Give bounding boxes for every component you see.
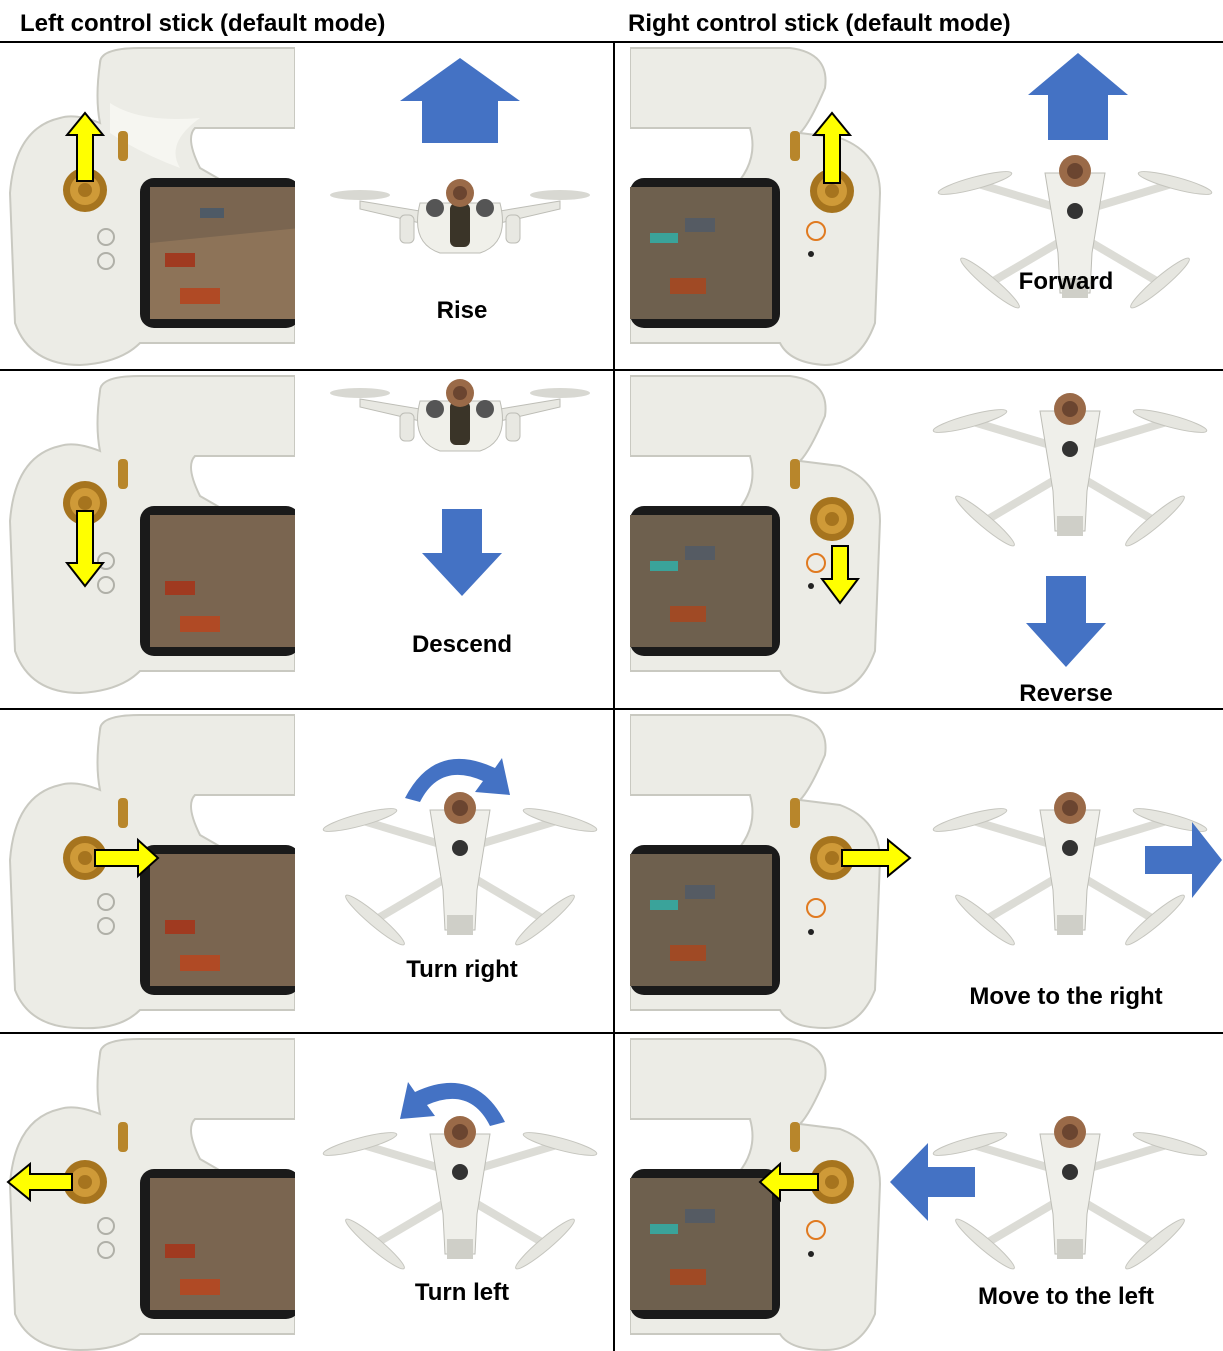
row-divider [0, 708, 1223, 710]
left-controller-image [0, 1034, 295, 1351]
arrow-right-icon [94, 837, 160, 879]
row-divider [0, 369, 1223, 371]
left-controller-image [0, 43, 295, 367]
left-stick-header: Left control stick (default mode) [20, 10, 386, 37]
arrow-up-icon [811, 111, 853, 184]
row-divider [0, 1032, 1223, 1034]
drone-illustration [300, 1034, 610, 1351]
drone-illustration [920, 43, 1220, 367]
arrow-left-icon [6, 1161, 73, 1203]
arrow-down-icon [820, 545, 860, 605]
right-controller-image [630, 1034, 890, 1351]
caption-move-right: Move to the right [969, 983, 1163, 1010]
rotate-counterclockwise-icon [400, 1082, 505, 1126]
left-controller-image [0, 371, 295, 706]
caption-move-left: Move to the left [977, 1283, 1155, 1310]
right-controller-image [630, 710, 920, 1030]
drone-illustration [300, 371, 610, 706]
caption-turn-right: Turn right [406, 956, 518, 983]
right-controller-image [630, 43, 890, 367]
right-stick-header: Right control stick (default mode) [628, 10, 1011, 37]
caption-rise: Rise [436, 297, 488, 324]
drone-top-view [932, 1116, 1208, 1270]
drone-front-view [330, 179, 590, 254]
right-controller-image [630, 371, 890, 706]
arrow-down-icon [1026, 576, 1106, 667]
caption-descend: Descend [411, 631, 513, 658]
drone-illustration [922, 710, 1223, 1030]
arrow-down-icon [422, 509, 502, 596]
drone-illustration [300, 710, 610, 1030]
drone-top-view [322, 1116, 598, 1270]
arrow-up-icon [400, 58, 520, 143]
arrow-down-icon [64, 510, 106, 588]
arrow-left-icon [758, 1161, 819, 1203]
arrow-up-icon [64, 111, 106, 182]
drone-top-view [322, 792, 598, 946]
arrow-right-icon [841, 837, 912, 879]
left-controller-image [0, 710, 295, 1030]
drone-front-view [330, 379, 590, 452]
arrow-up-icon [1028, 53, 1128, 140]
drone-top-view [932, 393, 1208, 547]
column-divider [613, 41, 615, 1351]
drone-illustration [880, 1034, 1220, 1351]
table-border-top [0, 41, 1223, 43]
arrow-right-icon [1145, 822, 1222, 898]
drone-top-view [937, 155, 1213, 309]
caption-turn-left: Turn left [414, 1279, 510, 1306]
rotate-clockwise-icon [405, 758, 510, 802]
drone-top-view [932, 792, 1208, 946]
caption-reverse: Reverse [1019, 680, 1113, 707]
caption-forward: Forward [1018, 268, 1114, 295]
drone-illustration [300, 43, 610, 367]
arrow-left-icon [890, 1143, 975, 1221]
drone-illustration [920, 371, 1220, 706]
